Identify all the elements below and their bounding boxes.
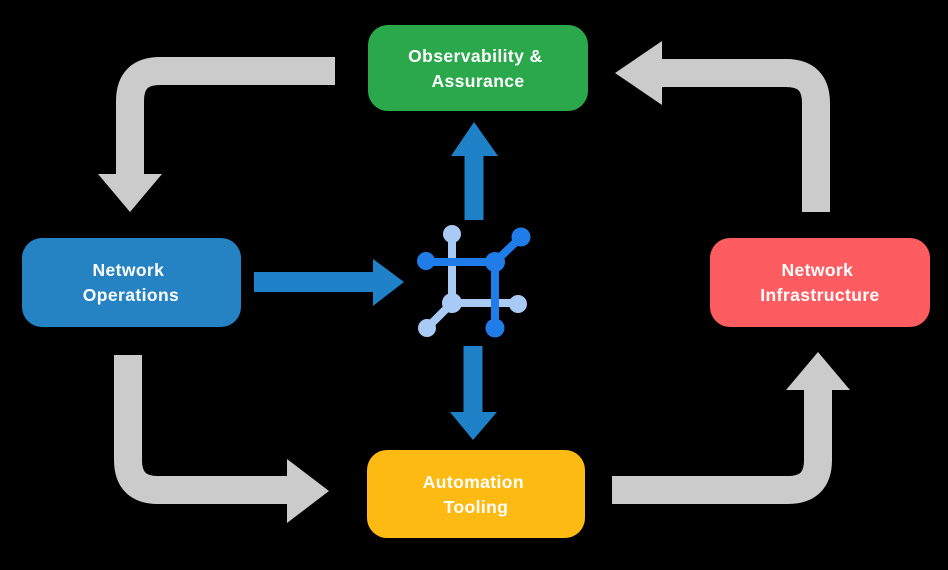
arrow-center-to-automation [450,346,497,440]
icon-dark-junction [485,252,505,272]
arrowhead-left-icon [615,41,662,105]
node-operations: Network Operations [22,238,241,327]
node-label-line2: Operations [83,285,179,305]
node-infrastructure-box [710,238,930,327]
arrowhead-right-icon [287,459,329,523]
arrow-center-to-observability [451,122,498,220]
arrowhead-right-icon [373,259,404,306]
node-label-line1: Automation [423,472,524,492]
icon-light-node-right [509,295,527,313]
node-automation-box [367,450,585,538]
arrow-operations-to-center [254,259,404,306]
arrow-infrastructure-to-observability [615,41,830,212]
arrow-operations-to-automation [114,355,329,523]
arrowhead-up-icon [451,122,498,156]
arrow-shaft [116,57,335,175]
node-label-line1: Network [781,260,853,280]
icon-dark-node-left [417,252,435,270]
icon-light-node-top [443,225,461,243]
arrow-shaft [612,389,832,504]
node-operations-box [22,238,241,327]
node-operations-label: Network Operations [83,260,179,305]
node-label-line2: Tooling [444,497,509,517]
node-label-line1: Observability & [408,46,542,66]
arrowhead-down-icon [450,412,497,440]
arrow-automation-to-infrastructure [612,352,850,504]
node-automation: Automation Tooling [367,450,585,538]
icon-light-junction [442,293,462,313]
arrowhead-up-icon [786,352,850,390]
icon-dark-node-bottom [485,318,505,338]
node-observability-box [368,25,588,111]
node-infrastructure-label: Network Infrastructure [760,260,879,305]
node-observability-label: Observability & Assurance [408,46,548,91]
icon-dark-node-top-right [511,227,531,247]
node-infrastructure: Network Infrastructure [710,238,930,327]
icon-light-node-bottom-left [418,319,436,337]
arrow-observability-to-operations [98,57,335,212]
node-label-line2: Assurance [431,71,524,91]
arrow-shaft [661,59,830,212]
network-automation-icon [417,225,531,338]
node-automation-label: Automation Tooling [423,472,529,517]
arrow-shaft [114,355,288,504]
arrowhead-down-icon [98,174,162,212]
node-observability: Observability & Assurance [368,25,588,111]
node-label-line2: Infrastructure [760,285,879,305]
node-label-line1: Network [92,260,164,280]
